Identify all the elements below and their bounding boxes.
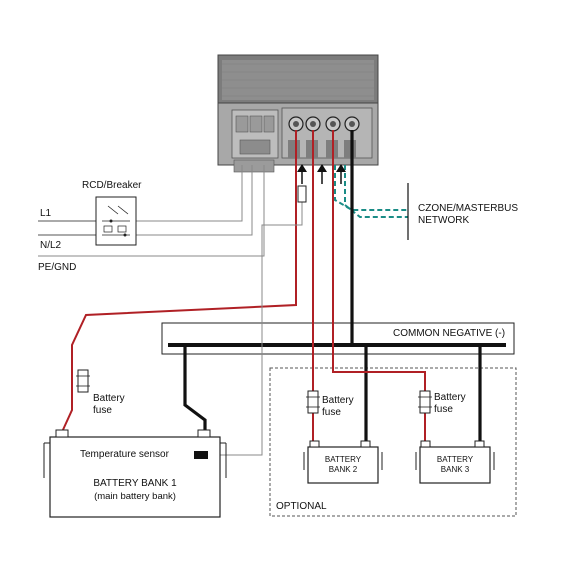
rcd-breaker-label: RCD/Breaker	[82, 180, 142, 191]
fuse-right-label-line2: fuse	[434, 404, 453, 415]
bank1-label-line2: (main battery bank)	[94, 491, 176, 502]
czone-label-line1: CZONE/MASTERBUS	[418, 203, 518, 214]
optional-area	[269, 367, 517, 517]
ac-lines	[38, 165, 265, 257]
battery-bank-3	[415, 440, 495, 484]
battery-bank-2	[303, 440, 383, 484]
temperature-sensor-label: Temperature sensor	[80, 449, 170, 460]
temperature-sensor-cable	[206, 200, 303, 456]
network-cables	[334, 165, 409, 240]
pe-gnd-label: PE/GND	[38, 262, 76, 273]
czone-label-line2: NETWORK	[418, 215, 469, 226]
bank2-label-line2: BANK 2	[329, 465, 358, 474]
direction-arrows	[297, 164, 346, 184]
bank1-label-line1: BATTERY BANK 1	[93, 478, 177, 489]
charger-device	[217, 54, 379, 173]
fuse-middle-label-line2: fuse	[322, 407, 341, 418]
temperature-sensor	[194, 451, 208, 459]
nl2-label: N/L2	[40, 240, 62, 251]
l1-label: L1	[40, 208, 52, 219]
fuse-right	[418, 390, 432, 414]
fuse-middle-label-line1: Battery	[322, 395, 354, 406]
bank3-label-line1: BATTERY	[437, 455, 474, 464]
common-negative-label: COMMON NEGATIVE (-)	[393, 328, 505, 339]
rcd-breaker	[95, 196, 137, 246]
battery-bank-1	[43, 429, 227, 518]
optional-label: OPTIONAL	[276, 501, 327, 512]
fuse-left-label-line1: Battery	[93, 393, 125, 404]
bank3-label-line2: BANK 3	[441, 465, 470, 474]
bank2-label-line1: BATTERY	[325, 455, 362, 464]
negative-wires	[183, 130, 482, 442]
common-negative-busbar	[161, 322, 515, 355]
fuse-middle	[306, 390, 320, 414]
temperature-sensor-connector	[297, 185, 307, 203]
terminal-studs	[288, 116, 360, 132]
fuse-right-label-line1: Battery	[434, 392, 466, 403]
fuse-left	[76, 369, 90, 393]
fuse-left-label-line2: fuse	[93, 405, 112, 416]
